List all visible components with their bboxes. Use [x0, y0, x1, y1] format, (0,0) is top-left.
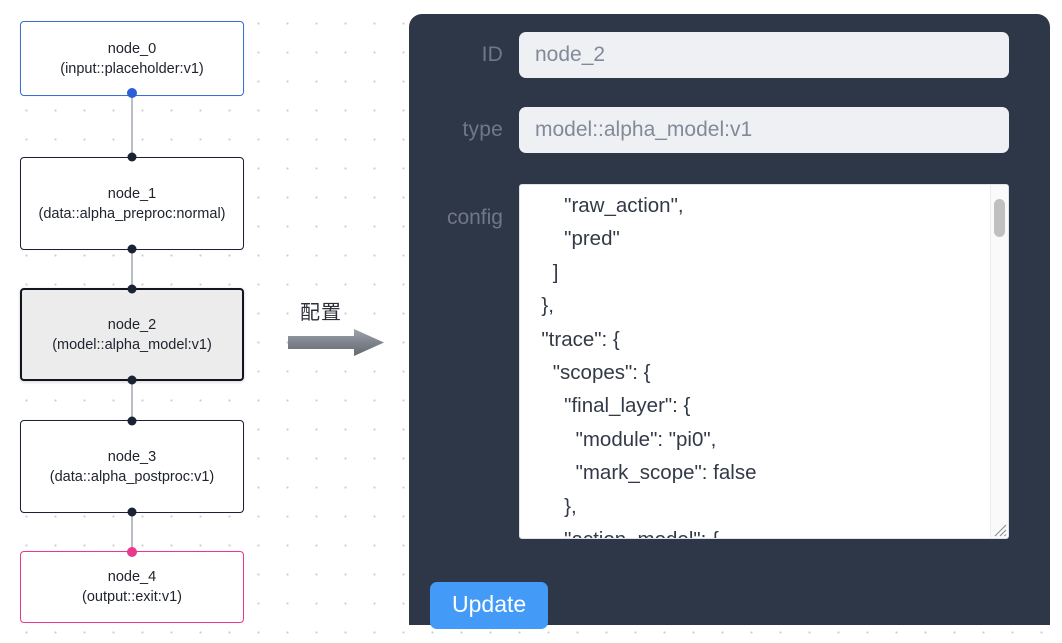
node-handle-node_4-target[interactable]: [127, 547, 137, 557]
id-field-label: ID: [481, 43, 503, 66]
edge-node3-node4: [131, 510, 133, 555]
annotation-label: 配置: [300, 300, 342, 324]
type-field-label: type: [462, 118, 503, 141]
node-handle-node_3-source[interactable]: [127, 507, 137, 517]
graph-node-node_0[interactable]: node_0 (input::placeholder:v1): [20, 21, 244, 96]
graph-node-node_2[interactable]: node_2 (model::alpha_model:v1): [20, 288, 244, 381]
right-arrow-icon: [288, 329, 384, 356]
config-textarea-scrollbar-thumb[interactable]: [994, 199, 1005, 237]
node-handle-node_1-target[interactable]: [127, 152, 137, 162]
graph-node-label: node_4 (output::exit:v1): [82, 569, 182, 605]
graph-node-label: node_2 (model::alpha_model:v1): [52, 316, 212, 353]
node-handle-node_1-source[interactable]: [127, 244, 137, 254]
config-field-label: config: [446, 206, 503, 229]
edge-node1-node2: [131, 247, 133, 292]
resize-grip-icon[interactable]: [991, 521, 1007, 537]
graph-node-label: node_0 (input::placeholder:v1): [60, 40, 204, 77]
edge-node2-node3: [131, 378, 133, 423]
config-field-row: config: [409, 184, 1050, 539]
config-textarea-wrapper: [519, 184, 1009, 539]
config-textarea[interactable]: [520, 185, 1008, 538]
node-handle-node_2-source[interactable]: [127, 375, 137, 385]
id-field-row: ID: [409, 32, 1050, 78]
type-input[interactable]: [519, 107, 1009, 153]
graph-node-node_4[interactable]: node_4 (output::exit:v1): [20, 551, 244, 623]
node-handle-node_0-source[interactable]: [127, 88, 137, 98]
update-button[interactable]: Update: [430, 582, 549, 629]
node-handle-node_3-target[interactable]: [127, 416, 137, 426]
edge-node0-node1: [131, 92, 133, 160]
id-input[interactable]: [519, 32, 1009, 78]
node-config-panel: ID type config Update: [409, 14, 1050, 629]
type-field-row: type: [409, 107, 1050, 153]
graph-node-label: node_1 (data::alpha_preproc:normal): [38, 185, 226, 222]
annotation-arrow-group: 配置: [288, 296, 396, 360]
config-textarea-scrollbar[interactable]: [990, 185, 1008, 538]
node-handle-node_2-target[interactable]: [127, 284, 137, 294]
graph-node-node_3[interactable]: node_3 (data::alpha_postproc:v1): [20, 420, 244, 513]
graph-node-label: node_3 (data::alpha_postproc:v1): [49, 448, 215, 485]
graph-node-node_1[interactable]: node_1 (data::alpha_preproc:normal): [20, 157, 244, 250]
